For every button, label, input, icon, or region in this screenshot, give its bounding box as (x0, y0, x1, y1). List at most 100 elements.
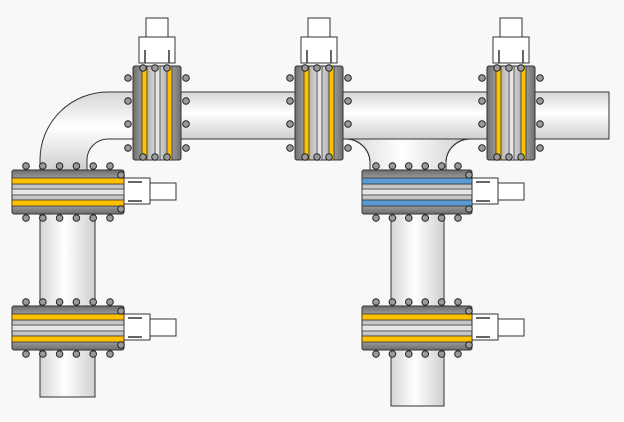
bolt (372, 298, 380, 306)
actuator-box (497, 318, 525, 337)
bolt (405, 350, 413, 358)
bolt (182, 97, 190, 105)
bolt (465, 307, 473, 315)
bolt (22, 298, 30, 306)
bolt (493, 153, 501, 161)
bolt (151, 64, 159, 72)
tee-branch-outline (345, 138, 471, 163)
bolt (372, 162, 380, 170)
bolt (344, 74, 352, 82)
bolt (124, 120, 132, 128)
bolt (72, 214, 81, 222)
gasket-stripe (166, 65, 173, 161)
bolt (286, 97, 294, 105)
bolt (421, 350, 430, 358)
actuator-rods (476, 317, 490, 338)
bolt (89, 298, 97, 306)
bolt (454, 214, 462, 222)
bolt (39, 162, 47, 170)
bolt (124, 97, 132, 105)
bolt (39, 298, 47, 306)
flange-core (11, 188, 125, 196)
bolt (55, 214, 64, 222)
bolt (301, 64, 309, 72)
gasket-stripe (361, 335, 473, 343)
bolt (437, 298, 446, 306)
bolt (117, 307, 125, 315)
bolt (286, 74, 294, 82)
actuator-box (149, 318, 177, 337)
flange-core (316, 65, 323, 161)
bolt (536, 97, 544, 105)
side-valve-left-upper (11, 162, 177, 222)
bolt (89, 214, 97, 222)
bolt (106, 214, 114, 222)
bolt (421, 162, 430, 170)
bolt (505, 153, 513, 161)
bolt (372, 214, 380, 222)
bolt (124, 144, 132, 152)
bolt (344, 97, 352, 105)
bolt (405, 162, 413, 170)
gasket-stripe (11, 313, 125, 321)
bolt (72, 350, 81, 358)
bolt (182, 120, 190, 128)
bolt (478, 97, 486, 105)
side-valve-right-lower (361, 298, 525, 358)
gasket-stripe (361, 313, 473, 321)
actuator-rods (476, 181, 490, 202)
gasket-stripe (495, 65, 502, 161)
bolt (465, 171, 473, 179)
bolt (39, 350, 47, 358)
gasket-stripe (361, 177, 473, 185)
gasket-stripe (361, 199, 473, 207)
bolt (517, 153, 525, 161)
bolt (89, 162, 97, 170)
bolt (344, 120, 352, 128)
bolt (478, 74, 486, 82)
actuator-rods (144, 50, 170, 63)
bolt (22, 350, 30, 358)
bolt (22, 162, 30, 170)
gasket-stripe (303, 65, 310, 161)
bolt (117, 341, 125, 349)
bolt (325, 64, 333, 72)
top-valve-left (124, 17, 190, 161)
bolt (421, 214, 430, 222)
bolt (182, 74, 190, 82)
bolt (437, 162, 446, 170)
actuator-box (497, 182, 525, 201)
actuator-box (499, 17, 523, 39)
bolt (405, 298, 413, 306)
bolt (72, 162, 81, 170)
bolt (325, 153, 333, 161)
bolt (106, 350, 114, 358)
actuator-rods (498, 50, 524, 63)
bolt (106, 298, 114, 306)
flange-core (361, 188, 473, 196)
bolt (286, 144, 294, 152)
side-valve-left-lower (11, 298, 177, 358)
bolt (55, 298, 64, 306)
gasket-stripe (328, 65, 335, 161)
flange-core (11, 324, 125, 332)
bolt (505, 64, 513, 72)
bolt (344, 144, 352, 152)
bolt (388, 214, 397, 222)
gasket-stripe (520, 65, 527, 161)
gasket-stripe (11, 335, 125, 343)
gasket-stripe (11, 199, 125, 207)
bolt (55, 162, 64, 170)
bolt (493, 64, 501, 72)
top-valve-right (478, 17, 544, 161)
bolt (163, 153, 171, 161)
flange-core (508, 65, 515, 161)
bolt (163, 64, 171, 72)
bolt (388, 350, 397, 358)
flange-core (361, 324, 473, 332)
gasket-stripe (11, 177, 125, 185)
bolt (89, 350, 97, 358)
left-elbow-pipe (39, 91, 151, 171)
bolt (372, 350, 380, 358)
